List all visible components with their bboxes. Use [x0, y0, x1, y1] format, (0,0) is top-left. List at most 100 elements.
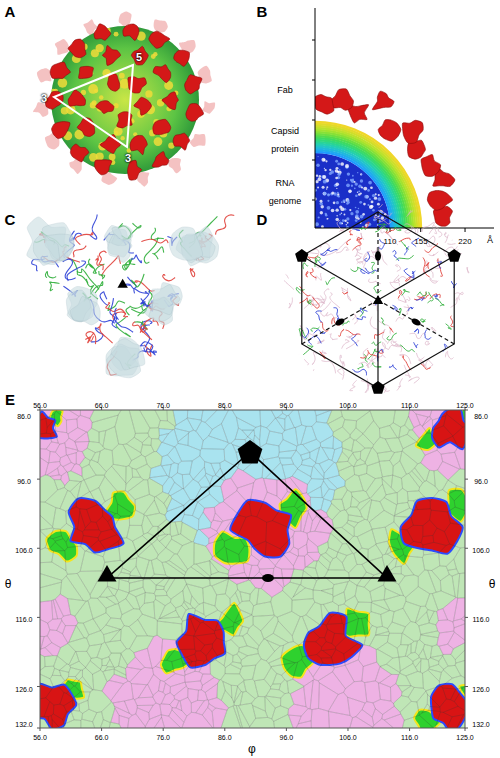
illustration-part	[126, 303, 145, 315]
illustration-part	[398, 290, 402, 298]
illustration-part	[315, 136, 407, 228]
illustration-part	[414, 329, 418, 334]
illustration-part	[379, 190, 388, 208]
illustration-part	[400, 345, 415, 352]
illustration-part	[154, 137, 163, 146]
label-slot: φ	[248, 739, 256, 757]
label-slot: 132.0	[472, 713, 490, 731]
illustration-part	[37, 479, 40, 480]
illustration-part	[98, 449, 113, 472]
label-slot: 96.0	[17, 470, 31, 488]
illustration-part	[334, 308, 340, 320]
illustration-part	[326, 218, 328, 220]
illustration-part	[296, 287, 304, 293]
cross-section	[209, 8, 494, 334]
illustration-part	[163, 275, 175, 281]
illustration-part	[323, 180, 327, 184]
illustration-part	[349, 190, 352, 193]
illustration-part	[340, 162, 344, 166]
angle-tick: 106.0	[472, 547, 490, 554]
illustration-part	[347, 199, 350, 202]
angle-tick: 56.0	[33, 402, 47, 409]
illustration-part	[338, 329, 343, 336]
illustration-part	[327, 206, 331, 210]
illustration-part	[394, 227, 401, 230]
illustration-part	[61, 107, 69, 115]
label-slot: Capsid protein	[262, 120, 308, 156]
illustration-part	[37, 410, 40, 411]
label-slot: 86.0	[218, 394, 232, 412]
label-slot: Å	[487, 229, 493, 247]
label-slot: 125.0	[456, 726, 474, 744]
illustration-part	[330, 334, 338, 340]
illustration-part	[322, 186, 325, 189]
illustration-part	[287, 679, 304, 694]
illustration-part	[335, 208, 338, 211]
illustration-part	[94, 24, 111, 41]
illustration-part	[75, 432, 90, 442]
illustration-part	[119, 73, 125, 79]
illustration-part	[358, 190, 360, 192]
illustration-part	[353, 229, 360, 231]
illustration-part	[55, 443, 66, 458]
illustration-part	[86, 332, 96, 344]
angle-tick: 86.0	[474, 413, 488, 420]
illustration-part	[186, 104, 204, 122]
illustration-part	[315, 124, 419, 228]
illustration-part	[321, 248, 331, 256]
label-slot: 66.0	[95, 726, 109, 744]
illustration-part	[96, 44, 104, 52]
illustration-part	[289, 410, 302, 428]
illustration-part	[76, 233, 93, 245]
illustration-part	[381, 318, 384, 326]
illustration-part	[346, 330, 361, 335]
illustration-part	[236, 706, 249, 728]
illustration-part	[253, 659, 272, 681]
illustration-part	[378, 120, 401, 142]
illustration-part	[76, 451, 85, 465]
illustration-part	[410, 317, 422, 327]
illustration-part	[422, 222, 435, 232]
illustration-part	[149, 31, 170, 48]
illustration-part	[322, 175, 326, 179]
illustration-part	[33, 234, 59, 265]
illustration-part	[327, 218, 328, 219]
illustration-part	[273, 566, 284, 587]
illustration-part	[371, 381, 384, 394]
label-slot: 56.0	[33, 394, 47, 412]
illustration-part	[176, 614, 225, 668]
illustration-part	[358, 193, 361, 196]
illustration-part	[408, 410, 420, 427]
illustration-part	[144, 347, 157, 354]
illustration-part	[293, 531, 308, 549]
illustration-part	[430, 278, 438, 283]
illustration-part	[282, 274, 294, 290]
illustration-part	[70, 144, 88, 162]
illustration-part	[271, 410, 283, 418]
illustration-part	[348, 453, 357, 467]
illustration-part	[68, 90, 85, 106]
illustration-part	[370, 186, 373, 189]
illustration-part	[343, 199, 346, 202]
angle-tick: 125.0	[456, 734, 474, 741]
label-slot: 96.0	[474, 470, 488, 488]
illustration-part	[336, 201, 339, 204]
illustration-part	[204, 462, 215, 477]
panel-letter: D	[257, 211, 268, 228]
label-slot: 106.0	[15, 539, 33, 557]
label-slot: A	[5, 3, 16, 21]
illustration-part	[328, 416, 345, 432]
illustration-part	[109, 154, 116, 161]
illustration-part	[134, 433, 149, 443]
illustration-part	[421, 319, 426, 323]
illustration-part	[369, 279, 381, 284]
illustration-part	[170, 591, 184, 608]
illustration-part	[435, 298, 444, 306]
illustration-part	[337, 452, 349, 463]
illustration-part	[153, 247, 164, 259]
illustration-part	[63, 259, 76, 280]
illustration-part	[434, 226, 442, 237]
illustration-part	[363, 203, 366, 206]
illustration-part	[355, 207, 357, 209]
illustration-part	[316, 273, 322, 280]
